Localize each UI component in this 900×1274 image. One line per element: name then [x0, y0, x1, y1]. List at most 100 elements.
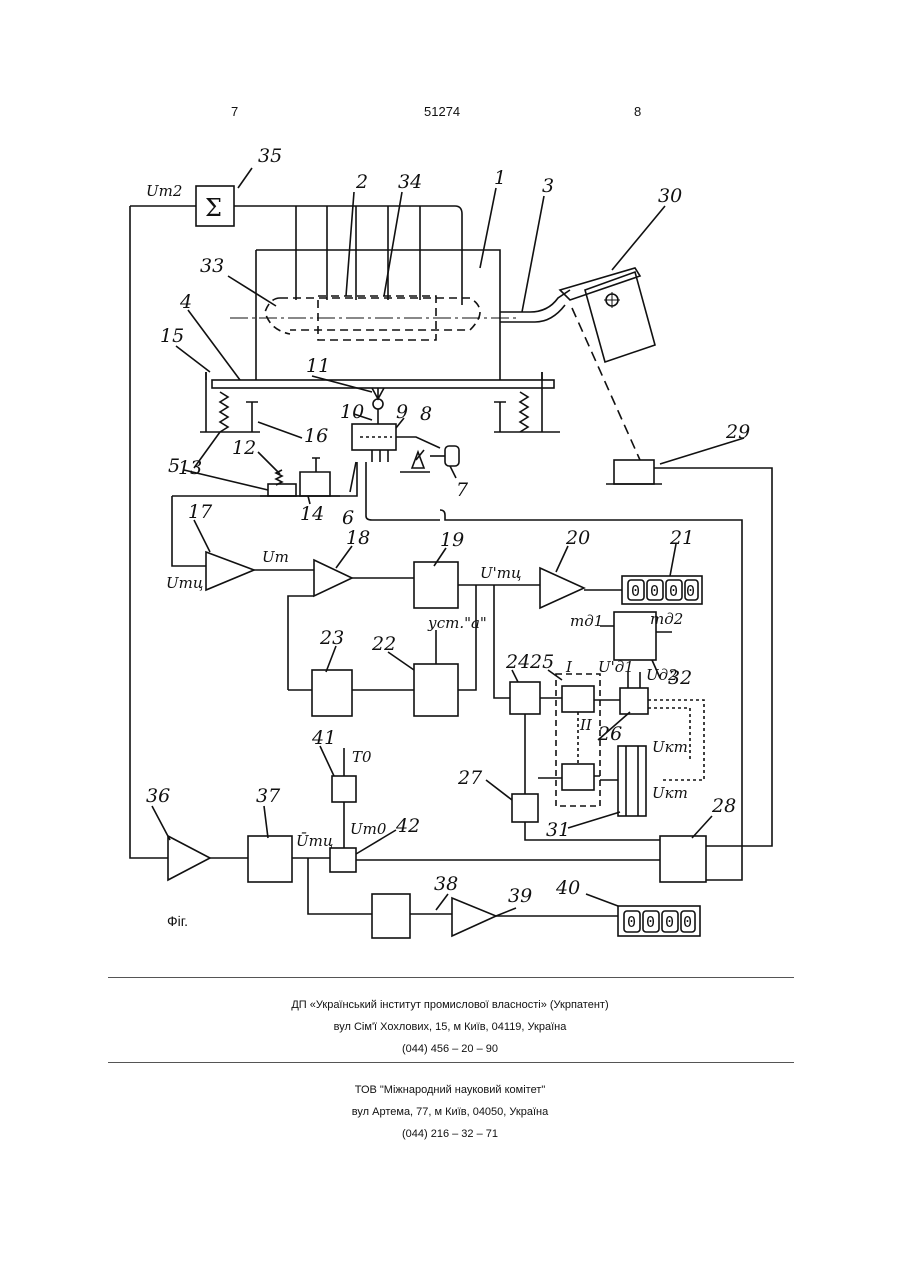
block-38: [372, 894, 410, 938]
switch-25-lower: [562, 764, 594, 790]
block-14: [300, 472, 330, 496]
label-15: 15: [160, 325, 184, 347]
footer-org1: ДП «Український інститут промислової вла…: [0, 994, 900, 1060]
symbol-md1: mд1: [570, 612, 603, 630]
display-digit: 0: [646, 913, 655, 931]
label-18: 18: [346, 527, 370, 549]
block-28: [660, 836, 706, 882]
block-42: [330, 848, 356, 872]
label-13: 13: [178, 457, 202, 479]
footer-org2: ТОВ "Міжнародний науковий комітет" вул А…: [0, 1079, 900, 1145]
label-40: 40: [555, 877, 580, 899]
symbol-md2: mд2: [650, 610, 683, 628]
label-25: 25: [529, 651, 554, 673]
amplifier-36: [168, 836, 210, 880]
label-26: 26: [597, 723, 622, 745]
symbol-roman-1: I: [565, 658, 573, 676]
indicator-31: [618, 746, 646, 816]
symbol-u-tc: Ūтц: [296, 832, 333, 850]
block-13: [268, 484, 296, 496]
block-27: [512, 794, 538, 822]
label-21: 21: [669, 527, 694, 549]
display-digit: 0: [627, 913, 636, 931]
display-digit: 0: [669, 582, 678, 600]
figure-caption: Фіг.: [167, 913, 188, 929]
block-22: [414, 664, 458, 716]
org1-address: вул Сім'ї Хохлових, 15, м Київ, 04119, У…: [0, 1016, 900, 1038]
spring-left: [220, 392, 228, 432]
label-23: 23: [319, 627, 344, 649]
patent-block-diagram: Σ: [0, 0, 900, 960]
label-36: 36: [146, 785, 170, 807]
label-34: 34: [398, 171, 422, 193]
divider-top: [108, 977, 794, 978]
label-14: 14: [300, 503, 324, 525]
label-4: 4: [179, 291, 192, 313]
amplifier-17: [206, 552, 254, 590]
label-28: 28: [711, 795, 736, 817]
symbol-ust-a: уст."а": [427, 614, 487, 632]
org2-phone: (044) 216 – 32 – 71: [0, 1123, 900, 1145]
label-29: 29: [725, 421, 750, 443]
symbol-u-d1: U'д1: [598, 658, 634, 676]
block-26: [620, 688, 648, 714]
label-30: 30: [658, 185, 682, 207]
block-19: [414, 562, 458, 608]
switch-25-upper: [562, 686, 594, 712]
org2-address: вул Артема, 77, м Київ, 04050, Україна: [0, 1101, 900, 1123]
label-10: 10: [340, 401, 364, 423]
display-digit: 0: [665, 913, 674, 931]
display-digit: 0: [683, 913, 692, 931]
summing-symbol: Σ: [205, 194, 222, 222]
label-22: 22: [371, 633, 396, 655]
label-11: 11: [306, 355, 330, 377]
label-37: 37: [256, 785, 281, 807]
display-digit: 0: [650, 582, 659, 600]
symbol-u-t2: Uт2: [146, 182, 182, 200]
block-37: [248, 836, 292, 882]
symbol-roman-2: II: [579, 716, 593, 734]
org1-name: ДП «Український інститут промислової вла…: [0, 994, 900, 1016]
display-digit: 0: [686, 582, 695, 600]
label-31: 31: [546, 819, 570, 841]
symbol-u-m: Uт: [262, 548, 289, 566]
label-2: 2: [355, 171, 368, 193]
label-9: 9: [396, 401, 408, 423]
tank-30: [585, 272, 655, 362]
symbol-u-d2: Uд2: [646, 666, 678, 684]
block-24: [510, 682, 540, 714]
divider-middle: [108, 1062, 794, 1063]
label-27: 27: [457, 767, 483, 789]
symbol-u-kt1: Uкт: [652, 738, 688, 756]
symbol-u-mc-prime: U'тц: [480, 564, 521, 582]
label-3: 3: [542, 175, 554, 197]
symbol-u-t0: Uт0: [350, 820, 387, 838]
symbol-u-mc: Uтц: [166, 574, 203, 592]
amplifier-20: [540, 568, 584, 608]
org2-name: ТОВ "Міжнародний науковий комітет": [0, 1079, 900, 1101]
label-5: 5: [168, 455, 180, 477]
label-6: 6: [342, 507, 354, 529]
block-41: [332, 776, 356, 802]
label-12: 12: [232, 437, 256, 459]
label-20: 20: [565, 527, 590, 549]
block-29: [614, 460, 654, 484]
label-19: 19: [440, 529, 464, 551]
amplifier-39: [452, 898, 496, 936]
amplifier-18: [314, 560, 352, 596]
symbol-u-kt2: Uкт: [652, 784, 688, 802]
label-42: 42: [395, 815, 420, 837]
label-24: 24: [505, 651, 530, 673]
label-41: 41: [311, 727, 336, 749]
spring-right: [520, 392, 528, 432]
label-38: 38: [434, 873, 458, 895]
org1-phone: (044) 456 – 20 – 90: [0, 1038, 900, 1060]
motor-7: [445, 446, 459, 466]
label-8: 8: [420, 403, 432, 425]
block-23: [312, 670, 352, 716]
symbol-t0: T0: [352, 748, 372, 766]
display-digit: 0: [631, 582, 640, 600]
label-39: 39: [508, 885, 532, 907]
label-33: 33: [200, 255, 224, 277]
platform-4: [212, 380, 554, 388]
